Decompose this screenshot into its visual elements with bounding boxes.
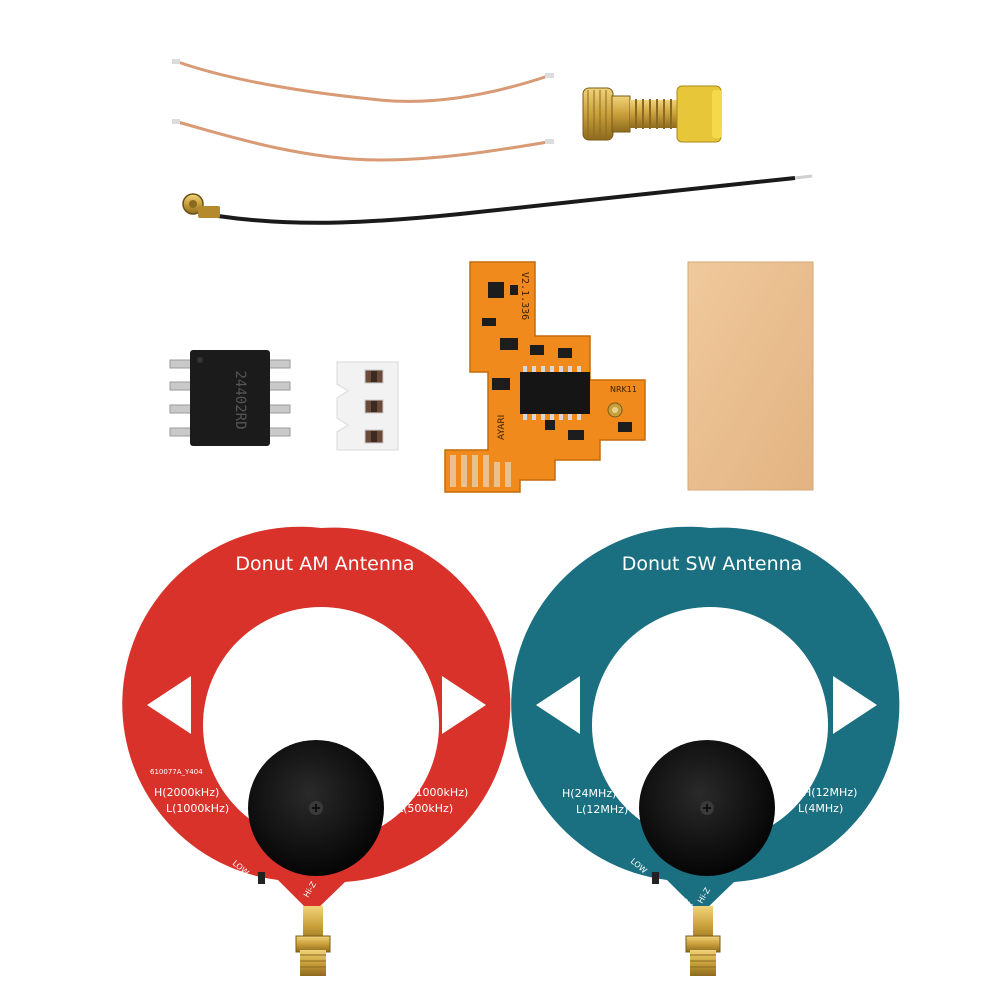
board-label: NRK11 <box>610 385 637 394</box>
board-brand: AYARI <box>497 415 507 440</box>
sw-sma-connector <box>685 906 721 976</box>
coax-cable <box>182 174 813 225</box>
am-high-right: H(1000kHz) <box>403 786 468 799</box>
chip-marking: 24402RD <box>232 370 248 429</box>
ufl-connector-icon <box>182 193 220 218</box>
am-arrow-left-icon <box>147 676 191 734</box>
copper-wire-1 <box>172 59 554 103</box>
am-low-left: L(1000kHz) <box>166 802 229 815</box>
am-tuning-knob <box>248 740 384 876</box>
am-part-code: 610077A_Y404 <box>150 768 203 776</box>
sw-antenna-title: Donut SW Antenna <box>622 553 803 575</box>
am-arrow-right-icon <box>442 676 486 734</box>
sw-tuning-knob <box>639 740 775 876</box>
sma-connector <box>582 85 722 143</box>
sw-switch <box>652 872 659 884</box>
am-antenna-title: Donut AM Antenna <box>235 553 414 575</box>
copper-wire-2 <box>172 119 554 162</box>
sw-low-right: L(4MHz) <box>798 802 843 815</box>
am-switch <box>258 872 265 884</box>
sw-high-left: H(24MHz) <box>562 787 616 800</box>
sw-antenna: Donut SW Antenna H(24MHz) L(12MHz) H(12M… <box>511 526 900 976</box>
sw-arrow-left-icon <box>536 676 580 734</box>
am-sma-connector <box>295 906 331 976</box>
am-high-left: H(2000kHz) <box>154 786 219 799</box>
am-low-right: L(500kHz) <box>397 802 453 815</box>
am-antenna: Donut AM Antenna 610077A_Y404 H(2000kHz)… <box>122 526 511 976</box>
sw-high-right: H(12MHz) <box>803 786 857 799</box>
adhesive-pad <box>687 261 814 491</box>
mod-board: V2.1.336 AYARI NRK11 <box>444 261 646 493</box>
smd-component-tape <box>336 361 399 451</box>
board-version: V2.1.336 <box>519 272 530 320</box>
sw-arrow-right-icon <box>833 676 877 734</box>
ic-chip: 24402RD <box>169 350 291 446</box>
sw-low-left: L(12MHz) <box>576 803 628 816</box>
